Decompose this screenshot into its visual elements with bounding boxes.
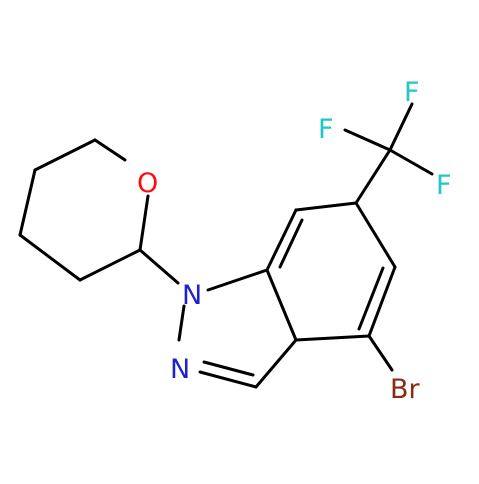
atom-label-n2: N [170, 354, 190, 385]
bond-cf3-f1 [388, 102, 414, 152]
bond-n2-c3 [198, 370, 258, 389]
atom-labels: O N N F F F Br [137, 77, 452, 405]
bond-cf3-f2 [343, 128, 392, 152]
bond-c4-c3a [294, 334, 371, 342]
bond-n2-c3-inner [202, 360, 255, 377]
bond-thp-1 [18, 168, 37, 237]
bond-c6-c5 [354, 201, 397, 269]
bond-thp-n1 [138, 248, 180, 285]
bond-thp-4 [138, 194, 150, 252]
atom-label-o1: O [137, 168, 158, 199]
bond-c7a-c7-inner [278, 218, 304, 269]
bond-cf3-f3 [388, 148, 434, 176]
bond-c7-c6 [294, 201, 358, 212]
atom-label-br: Br [390, 374, 421, 405]
bond-c3-c3a [254, 338, 298, 389]
bonds [18, 102, 434, 389]
bond-c7a-n1 [206, 268, 269, 292]
bond-thp-6 [18, 233, 82, 282]
bond-c4-br [367, 334, 394, 372]
bond-thp-2 [33, 138, 97, 172]
atom-label-f2: F [318, 114, 334, 145]
atom-label-n1: N [182, 280, 202, 311]
atom-label-f3: F [436, 170, 452, 201]
bond-thp-5 [78, 248, 142, 282]
bond-c3a-c7a [265, 268, 298, 342]
bond-thp-3 [93, 138, 127, 162]
bond-c5-c4-inner [357, 266, 385, 331]
bond-c5-c4 [367, 265, 397, 338]
atom-label-f1: F [404, 77, 420, 108]
bond-n1-n2 [177, 304, 186, 342]
bond-c7a-c7 [265, 208, 298, 272]
bond-c6-cf3 [354, 148, 392, 205]
